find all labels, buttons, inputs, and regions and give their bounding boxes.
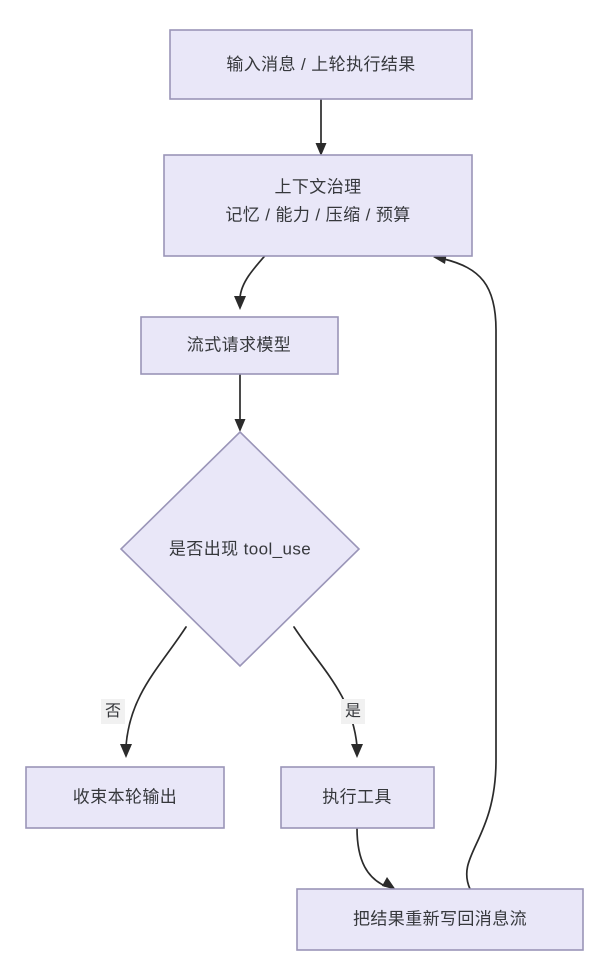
arrow-head-icon bbox=[351, 744, 363, 758]
node-context-shape[interactable] bbox=[163, 154, 473, 257]
edge-label-yes: 是 bbox=[345, 703, 361, 720]
node-decision-shape[interactable] bbox=[119, 430, 361, 668]
node-decision-tool-use[interactable]: 是否出现 tool_use bbox=[119, 430, 361, 668]
node-write-back[interactable]: 把结果重新写回消息流 bbox=[296, 888, 584, 951]
node-stream-request-label: 流式请求模型 bbox=[187, 335, 291, 354]
node-finish-output[interactable]: 收束本轮输出 bbox=[25, 766, 225, 829]
node-input[interactable]: 输入消息 / 上轮执行结果 bbox=[169, 29, 473, 100]
node-write-back-label: 把结果重新写回消息流 bbox=[353, 909, 527, 928]
edge-line bbox=[293, 626, 358, 747]
node-context-label-line1: 上下文治理 bbox=[275, 177, 362, 196]
edge-write-back-to-context bbox=[433, 252, 497, 890]
node-input-shape[interactable] bbox=[169, 29, 473, 100]
node-finish-output-shape[interactable] bbox=[25, 766, 225, 829]
node-context[interactable]: 上下文治理 记忆 / 能力 / 压缩 / 预算 bbox=[163, 154, 473, 257]
node-run-tool[interactable]: 执行工具 bbox=[280, 766, 435, 829]
arrow-head-icon bbox=[315, 143, 327, 156]
edge-decision-to-run-tool: 是 bbox=[293, 626, 365, 758]
node-decision-label: 是否出现 tool_use bbox=[169, 539, 311, 558]
edge-input-to-context bbox=[315, 98, 327, 156]
node-input-label: 输入消息 / 上轮执行结果 bbox=[226, 55, 415, 74]
node-finish-output-label: 收束本轮输出 bbox=[73, 787, 177, 806]
edge-label-background bbox=[101, 699, 125, 724]
node-run-tool-shape[interactable] bbox=[280, 766, 435, 829]
node-write-back-shape[interactable] bbox=[296, 888, 584, 951]
node-context-label-line2: 记忆 / 能力 / 压缩 / 预算 bbox=[225, 205, 410, 224]
arrow-head-icon bbox=[234, 296, 246, 310]
edge-line bbox=[443, 258, 497, 890]
arrow-head-icon bbox=[382, 877, 396, 890]
arrow-head-icon bbox=[120, 744, 132, 758]
edge-decision-to-finish-output: 否 bbox=[101, 626, 187, 758]
node-run-tool-label: 执行工具 bbox=[322, 787, 392, 806]
node-stream-request-shape[interactable] bbox=[140, 316, 339, 375]
edge-stream-request-to-decision bbox=[234, 373, 246, 432]
edge-context-to-stream-request bbox=[234, 249, 271, 310]
edge-line bbox=[356, 827, 386, 887]
arrow-head-icon bbox=[234, 419, 246, 432]
edge-run-tool-to-write-back bbox=[356, 827, 396, 890]
edge-line bbox=[239, 249, 271, 299]
node-stream-request[interactable]: 流式请求模型 bbox=[140, 316, 339, 375]
edge-line bbox=[125, 626, 187, 747]
edge-label-no: 否 bbox=[105, 703, 121, 720]
edge-label-background bbox=[341, 699, 365, 724]
